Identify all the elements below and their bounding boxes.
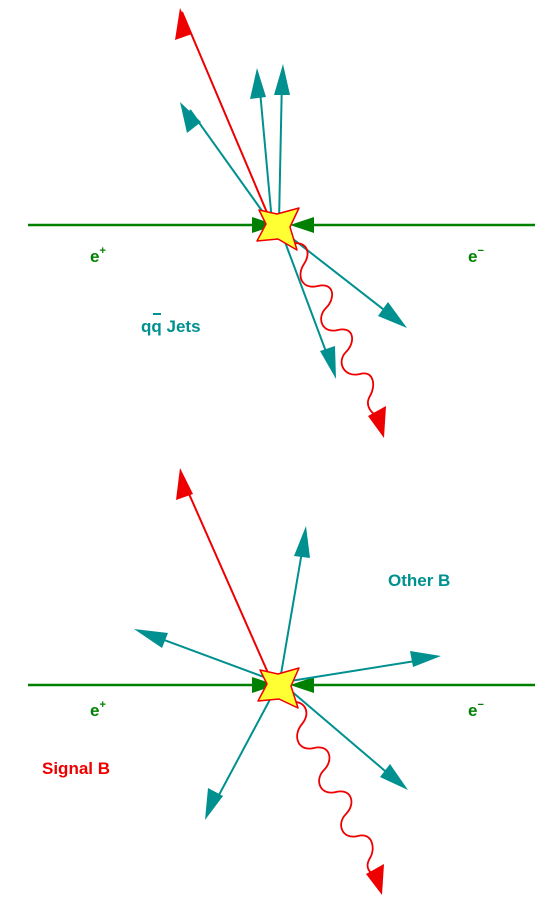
bottom-b-track-arrowhead [380, 764, 408, 790]
top-electron-label: e− [468, 245, 484, 266]
bottom-b-track-arrowhead [294, 526, 310, 558]
signal-b-label: Signal B [42, 759, 110, 778]
bottom-photon-arrowhead [366, 864, 384, 895]
bottom-beam-arrowhead-left [252, 677, 276, 693]
top-interaction-star [256, 207, 300, 251]
top-signal-track [181, 11, 272, 223]
bottom-beam-arrowhead-right [290, 677, 314, 693]
top-beam-arrowhead-left [252, 217, 276, 233]
bottom-photon-wave [287, 701, 379, 877]
top-jet-track-arrowhead [180, 102, 201, 133]
bottom-signal-track-arrowhead [176, 468, 193, 500]
bottom-b-track [289, 689, 399, 783]
bottom-b-track [147, 633, 273, 681]
top-jet-track-arrowhead [274, 64, 290, 95]
bottom-signal-track [181, 477, 273, 683]
top-jet-track [281, 233, 332, 366]
top-signal-track-arrowhead [175, 8, 192, 40]
top-jet-track [278, 77, 283, 223]
top-photon-arrowhead [368, 406, 386, 438]
top-jet-track-arrowhead [320, 346, 336, 379]
top-photon-wave [290, 242, 381, 419]
bottom-electron-label: e− [468, 699, 484, 720]
top-beam-arrowhead-right [290, 217, 314, 233]
top-jet-track-arrowhead [250, 68, 266, 99]
bottom-positron-label: e+ [90, 699, 106, 720]
other-b-label: Other B [388, 571, 450, 590]
bottom-panel: e+ e− Other B Signal B [28, 468, 535, 895]
top-positron-label: e+ [90, 245, 106, 266]
top-jet-track [283, 231, 398, 321]
bottom-b-track-arrowhead [410, 651, 441, 667]
top-jet-track [189, 109, 271, 223]
bottom-b-track-arrowhead [134, 629, 168, 648]
top-panel: e+ e− qq Jets [28, 8, 535, 438]
bottom-b-track [211, 691, 275, 809]
bottom-b-track [279, 539, 305, 681]
bottom-b-track [283, 658, 429, 683]
bottom-b-track-arrowhead [205, 788, 223, 820]
top-jet-track [258, 79, 273, 223]
top-jet-track-arrowhead [378, 302, 407, 328]
top-jets-label: qq Jets [141, 317, 201, 336]
bottom-interaction-star [257, 667, 300, 709]
